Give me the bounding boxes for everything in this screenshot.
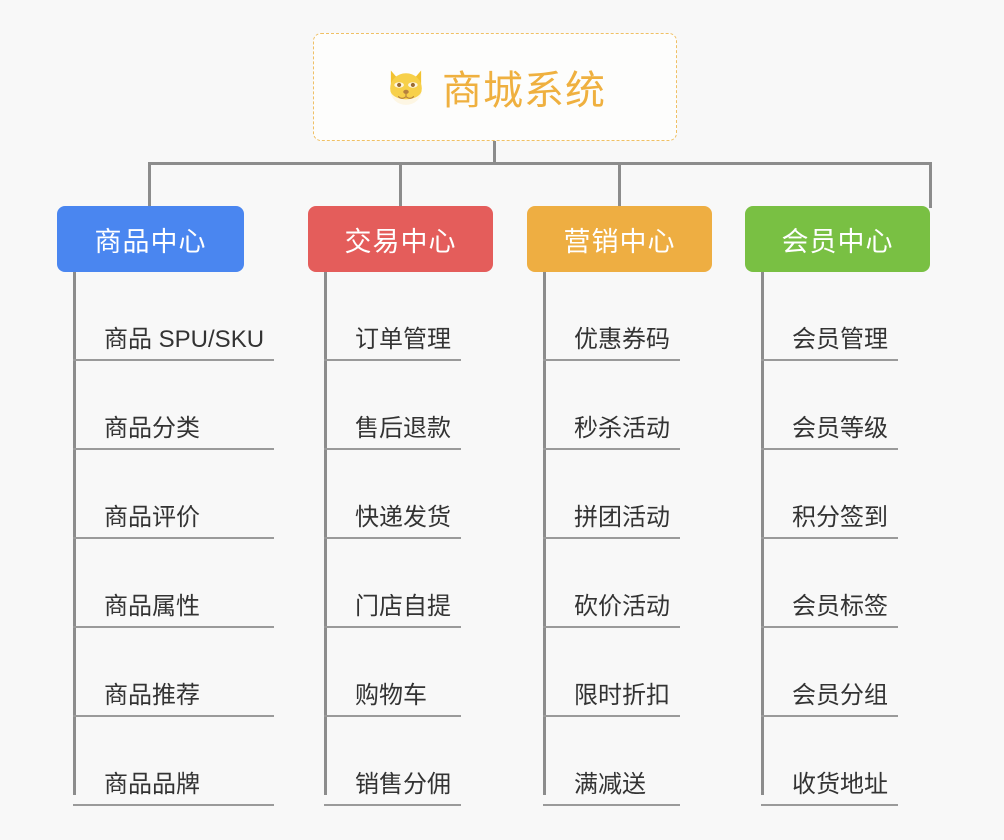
leaf-label: 销售分佣	[355, 770, 451, 798]
leaf-list-member-center: 会员管理 会员等级 积分签到 会员标签 会员分组 收货地址	[761, 272, 898, 806]
branch-header-marketing-center[interactable]: 营销中心	[527, 206, 712, 272]
leaf-label: 砍价活动	[574, 592, 670, 620]
branch-stem-member-center	[761, 272, 764, 795]
leaf-item[interactable]: 砍价活动	[543, 539, 680, 628]
branch-product-center: 商品中心 商品 SPU/SKU 商品分类 商品评价 商品属性 商品推荐 商品品牌	[57, 206, 275, 806]
leaf-item[interactable]: 销售分佣	[324, 717, 461, 806]
connector-root-vertical	[493, 141, 496, 164]
leaf-item[interactable]: 商品推荐	[73, 628, 275, 717]
branch-stem-marketing-center	[543, 272, 546, 795]
leaf-label: 商品品牌	[104, 770, 200, 798]
branch-header-trade-center[interactable]: 交易中心	[308, 206, 493, 272]
leaf-list-product-center: 商品 SPU/SKU 商品分类 商品评价 商品属性 商品推荐 商品品牌	[73, 272, 275, 806]
leaf-label: 满减送	[574, 770, 646, 798]
connector-drop-1	[148, 162, 151, 208]
leaf-item[interactable]: 会员分组	[761, 628, 898, 717]
branch-member-center: 会员中心 会员管理 会员等级 积分签到 会员标签 会员分组 收货地址	[745, 206, 930, 806]
leaf-item[interactable]: 限时折扣	[543, 628, 680, 717]
leaf-item[interactable]: 拼团活动	[543, 450, 680, 539]
leaf-label: 限时折扣	[574, 681, 670, 709]
leaf-label: 购物车	[355, 681, 427, 709]
leaf-item[interactable]: 会员等级	[761, 361, 898, 450]
leaf-item[interactable]: 售后退款	[324, 361, 461, 450]
branch-trade-center: 交易中心 订单管理 售后退款 快递发货 门店自提 购物车 销售分佣	[308, 206, 493, 806]
leaf-list-trade-center: 订单管理 售后退款 快递发货 门店自提 购物车 销售分佣	[324, 272, 461, 806]
leaf-label: 快递发货	[355, 503, 451, 531]
leaf-item[interactable]: 订单管理	[324, 272, 461, 361]
leaf-item[interactable]: 满减送	[543, 717, 680, 806]
leaf-label: 秒杀活动	[574, 414, 670, 442]
branch-header-label: 商品中心	[94, 226, 207, 257]
leaf-label: 积分签到	[792, 503, 888, 531]
leaf-label: 拼团活动	[574, 503, 670, 531]
connector-drop-4	[929, 162, 932, 208]
leaf-label: 会员标签	[792, 592, 888, 620]
leaf-label: 会员分组	[792, 681, 888, 709]
leaf-item[interactable]: 会员管理	[761, 272, 898, 361]
branch-stem-product-center	[73, 272, 76, 795]
branch-header-label: 会员中心	[781, 226, 894, 257]
leaf-label: 会员等级	[792, 414, 888, 442]
leaf-item[interactable]: 收货地址	[761, 717, 898, 806]
leaf-item[interactable]: 快递发货	[324, 450, 461, 539]
dog-face-icon	[384, 65, 428, 109]
leaf-item[interactable]: 商品分类	[73, 361, 275, 450]
root-node[interactable]: 商城系统	[313, 33, 677, 141]
leaf-label: 商品推荐	[104, 681, 200, 709]
branch-header-label: 交易中心	[344, 226, 457, 257]
leaf-item[interactable]: 积分签到	[761, 450, 898, 539]
leaf-item[interactable]: 门店自提	[324, 539, 461, 628]
leaf-label: 收货地址	[792, 770, 888, 798]
leaf-label: 商品 SPU/SKU	[104, 325, 265, 353]
branch-header-member-center[interactable]: 会员中心	[745, 206, 930, 272]
leaf-label: 优惠券码	[574, 325, 670, 353]
branch-header-label: 营销中心	[563, 226, 676, 257]
leaf-label: 订单管理	[355, 325, 451, 353]
connector-horizontal-bus	[148, 162, 932, 165]
leaf-label: 商品属性	[104, 592, 200, 620]
leaf-item[interactable]: 商品评价	[73, 450, 275, 539]
leaf-item[interactable]: 优惠券码	[543, 272, 680, 361]
leaf-label: 商品评价	[104, 503, 200, 531]
connector-drop-2	[399, 162, 402, 208]
leaf-item[interactable]: 购物车	[324, 628, 461, 717]
root-title: 商城系统	[442, 69, 606, 113]
leaf-item[interactable]: 商品 SPU/SKU	[73, 272, 275, 361]
branch-marketing-center: 营销中心 优惠券码 秒杀活动 拼团活动 砍价活动 限时折扣 满减送	[527, 206, 712, 806]
leaf-item[interactable]: 秒杀活动	[543, 361, 680, 450]
leaf-item[interactable]: 商品品牌	[73, 717, 275, 806]
branch-header-product-center[interactable]: 商品中心	[57, 206, 244, 272]
leaf-label: 商品分类	[104, 414, 200, 442]
leaf-list-marketing-center: 优惠券码 秒杀活动 拼团活动 砍价活动 限时折扣 满减送	[543, 272, 680, 806]
branch-stem-trade-center	[324, 272, 327, 795]
leaf-label: 售后退款	[355, 414, 451, 442]
leaf-item[interactable]: 会员标签	[761, 539, 898, 628]
leaf-label: 门店自提	[355, 592, 451, 620]
leaf-item[interactable]: 商品属性	[73, 539, 275, 628]
connector-drop-3	[618, 162, 621, 208]
leaf-label: 会员管理	[792, 325, 888, 353]
